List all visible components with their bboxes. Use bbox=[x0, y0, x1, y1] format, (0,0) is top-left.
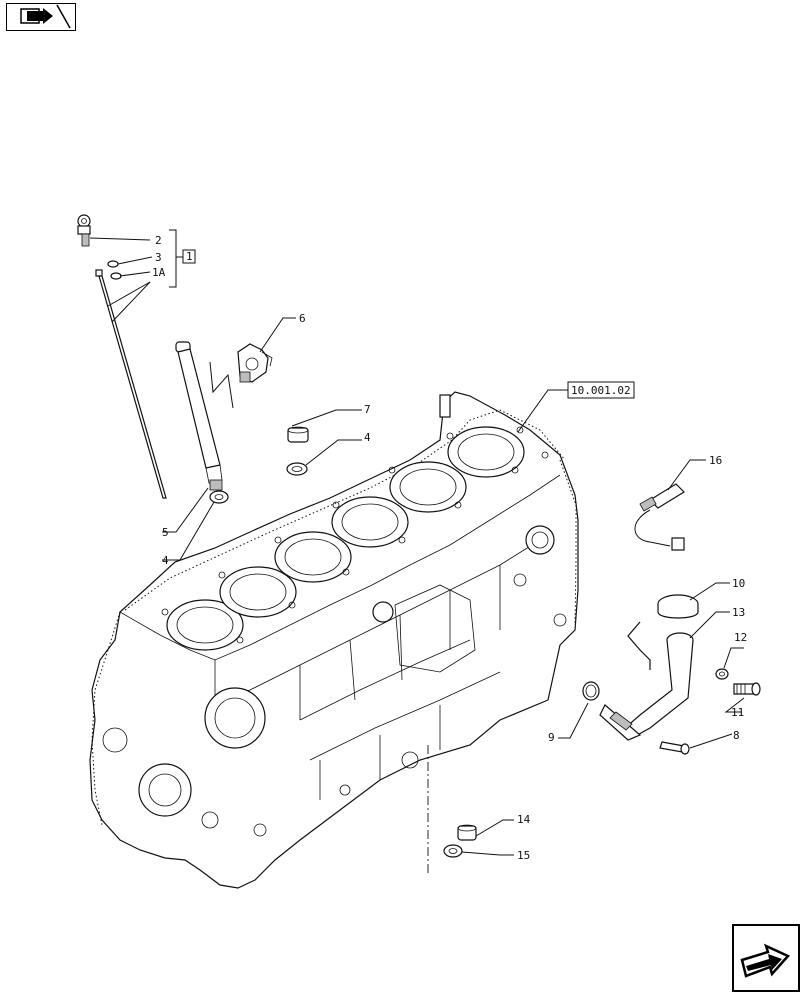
book-arrow-icon bbox=[20, 4, 71, 29]
kit-label: 1 bbox=[186, 250, 193, 263]
callout-11: 11 bbox=[731, 706, 744, 719]
bolt-8 bbox=[659, 741, 690, 755]
callout-labels: 2 3 1A 6 7 4 5 4 16 10 13 12 11 9 8 14 1… bbox=[152, 234, 747, 862]
washer-12 bbox=[715, 668, 729, 680]
callout-7: 7 bbox=[364, 403, 371, 416]
bolt-11 bbox=[733, 682, 761, 696]
cylinder-bores bbox=[166, 426, 525, 651]
callout-14: 14 bbox=[517, 813, 531, 826]
callout-4a: 4 bbox=[364, 431, 371, 444]
callout-4b: 4 bbox=[162, 554, 169, 567]
filler-cap bbox=[657, 594, 699, 619]
tube-clip bbox=[237, 343, 273, 383]
washer-4 bbox=[286, 462, 308, 476]
callout-12: 12 bbox=[734, 631, 747, 644]
dipstick-tube bbox=[175, 341, 229, 504]
o-ring-9 bbox=[582, 681, 600, 701]
callout-15: 15 bbox=[517, 849, 530, 862]
previous-page-button[interactable] bbox=[6, 3, 76, 31]
reference-box[interactable] bbox=[567, 381, 635, 399]
washer-15 bbox=[443, 844, 463, 858]
engine-block bbox=[89, 391, 579, 889]
callout-13: 13 bbox=[732, 606, 745, 619]
callout-6: 6 bbox=[299, 312, 306, 325]
callout-5: 5 bbox=[162, 526, 169, 539]
callout-8: 8 bbox=[733, 729, 740, 742]
sensor-16 bbox=[634, 483, 685, 551]
callout-1a: 1A bbox=[152, 266, 166, 279]
dipstick-rod bbox=[95, 269, 167, 499]
callout-2: 2 bbox=[155, 234, 162, 247]
drain-plug-14 bbox=[457, 824, 477, 841]
next-page-button[interactable] bbox=[732, 924, 800, 992]
callout-16: 16 bbox=[709, 454, 722, 467]
callout-9: 9 bbox=[548, 731, 555, 744]
plug-7 bbox=[287, 426, 309, 443]
filler-neck-13 bbox=[599, 621, 694, 741]
callout-10: 10 bbox=[732, 577, 745, 590]
leader-lines bbox=[89, 237, 745, 856]
kit-bracket bbox=[169, 229, 177, 288]
callout-3: 3 bbox=[155, 251, 162, 264]
dipstick-handle bbox=[77, 214, 91, 247]
kit-box bbox=[182, 249, 196, 264]
reference-link[interactable]: 10.001.02 bbox=[571, 384, 631, 397]
next-page-arrow-icon bbox=[740, 943, 791, 978]
